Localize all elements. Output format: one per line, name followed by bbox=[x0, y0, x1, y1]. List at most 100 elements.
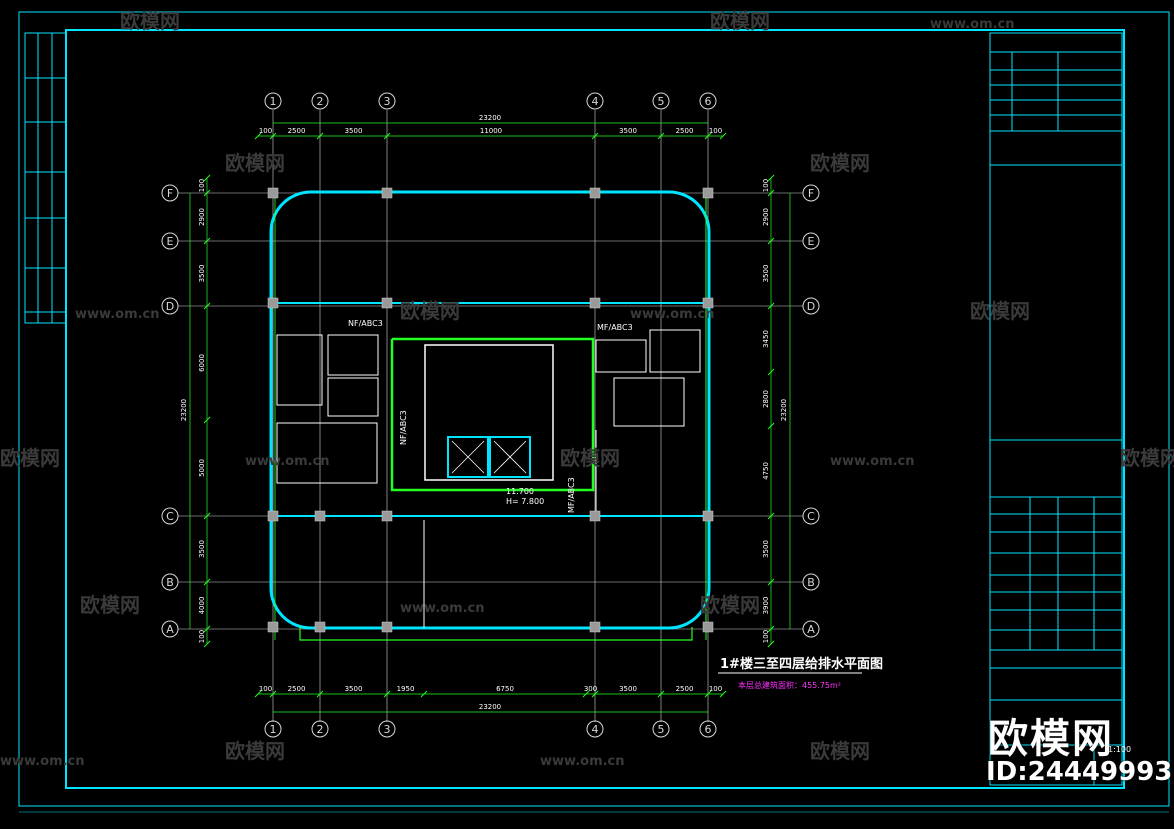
stair-west bbox=[276, 334, 323, 406]
structural-column bbox=[702, 621, 714, 633]
dim-bottom-tick bbox=[254, 690, 262, 698]
pipe-south bbox=[299, 627, 693, 641]
axis-label-row-E: E bbox=[808, 235, 815, 248]
axis-label-row-B: B bbox=[166, 576, 174, 589]
dim-right-label: 3450 bbox=[762, 330, 770, 348]
axis-bubble-col-2 bbox=[311, 92, 329, 110]
core-shaft bbox=[424, 344, 554, 481]
elevation-value: 11.700 bbox=[506, 487, 534, 496]
dim-bottom-tick bbox=[269, 690, 277, 698]
axis-label-col-5: 5 bbox=[658, 723, 665, 736]
watermark-brand: 欧模网 bbox=[225, 151, 285, 175]
axis-label-col-4: 4 bbox=[592, 723, 599, 736]
dim-bottom-tick bbox=[316, 690, 324, 698]
dim-right-tick bbox=[767, 189, 775, 197]
watermark-brand: 欧模网 bbox=[560, 446, 620, 470]
axis-label-row-C: C bbox=[166, 510, 174, 523]
axis-label-col-2: 2 bbox=[317, 95, 324, 108]
watermark-url: www.om.cn bbox=[0, 754, 85, 769]
dim-left-label: 4000 bbox=[198, 597, 206, 615]
dim-left-tick bbox=[203, 189, 211, 197]
axis-label-col-3: 3 bbox=[384, 723, 391, 736]
dim-top-label: 2500 bbox=[676, 127, 694, 135]
watermark-brand-logo: 欧模网 bbox=[988, 716, 1114, 762]
watermark-url: www.om.cn bbox=[75, 307, 160, 322]
watermark-url: www.om.cn bbox=[930, 17, 1015, 32]
watermark-url: www.om.cn bbox=[830, 454, 915, 469]
dim-right-tick bbox=[767, 237, 775, 245]
pipe-loop-core bbox=[390, 337, 595, 492]
axis-label-row-F: F bbox=[167, 187, 173, 200]
dim-left-tick bbox=[203, 416, 211, 424]
pipe-label-2: MF/ABC3 bbox=[597, 323, 633, 332]
watermark-brand: 欧模网 bbox=[700, 593, 760, 617]
building-walls bbox=[269, 190, 711, 630]
dim-right-label: 100 bbox=[762, 179, 770, 192]
structural-column bbox=[381, 187, 393, 199]
structural-column bbox=[702, 187, 714, 199]
dim-left-label: 2900 bbox=[198, 208, 206, 226]
dim-bottom-tick bbox=[420, 690, 428, 698]
watermark-brand: 欧模网 bbox=[710, 9, 770, 33]
axis-bubble-row-A bbox=[161, 620, 179, 638]
elevator-2 bbox=[489, 436, 531, 478]
dim-top-tick bbox=[719, 132, 727, 140]
dim-left-tick bbox=[203, 640, 211, 648]
structural-column bbox=[381, 510, 393, 522]
axis-label-row-C: C bbox=[807, 510, 815, 523]
drawing-title: 1#楼三至四层给排水平面图 bbox=[720, 656, 883, 672]
dim-bottom-tick bbox=[582, 690, 590, 698]
structural-column bbox=[589, 187, 601, 199]
axis-bubble-row-E bbox=[802, 232, 820, 250]
axis-bubble-col-6 bbox=[699, 720, 717, 738]
dim-bottom-label: 100 bbox=[259, 685, 272, 693]
dim-top-label: 2500 bbox=[288, 127, 306, 135]
dim-top-tick bbox=[383, 132, 391, 140]
axis-bubble-col-5 bbox=[652, 720, 670, 738]
axis-label-col-5: 5 bbox=[658, 95, 665, 108]
axis-bubble-col-6 bbox=[699, 92, 717, 110]
dim-top-label: 11000 bbox=[480, 127, 502, 135]
axis-bubble-col-5 bbox=[652, 92, 670, 110]
dim-top-tick bbox=[316, 132, 324, 140]
axis-label-col-3: 3 bbox=[384, 95, 391, 108]
dim-right-tick bbox=[767, 512, 775, 520]
structural-column bbox=[381, 297, 393, 309]
structural-column bbox=[314, 621, 326, 633]
dim-right-label: 100 bbox=[762, 630, 770, 643]
dim-right-label: 4750 bbox=[762, 462, 770, 480]
watermark-url: www.om.cn bbox=[540, 754, 625, 769]
elevation-h: H= 7.800 bbox=[506, 497, 544, 506]
watermark-brand: 欧模网 bbox=[120, 9, 180, 33]
exterior-wall bbox=[269, 190, 711, 630]
dim-bottom-label: 300 bbox=[584, 685, 597, 693]
pipe-label-3: NF/ABC3 bbox=[399, 410, 408, 445]
axis-bubble-col-3 bbox=[378, 92, 396, 110]
structural-columns bbox=[267, 187, 714, 633]
dim-right-tick bbox=[767, 625, 775, 633]
dim-left-label: 3500 bbox=[198, 540, 206, 558]
structural-column bbox=[702, 297, 714, 309]
structural-column bbox=[267, 297, 279, 309]
watermark-url: www.om.cn bbox=[245, 454, 330, 469]
dim-right-label: 2800 bbox=[762, 390, 770, 408]
dim-top-label: 100 bbox=[709, 127, 722, 135]
axis-label-row-A: A bbox=[166, 623, 174, 636]
dim-bottom-label: 3500 bbox=[345, 685, 363, 693]
axis-bubble-col-4 bbox=[586, 720, 604, 738]
dim-left-tick bbox=[203, 512, 211, 520]
axis-bubble-row-D bbox=[802, 297, 820, 315]
structural-column bbox=[589, 510, 601, 522]
dim-left-label: 5000 bbox=[198, 459, 206, 477]
pipe-label-1: NF/ABC3 bbox=[348, 319, 383, 328]
axis-bubble-col-1 bbox=[264, 720, 282, 738]
axis-bubble-col-3 bbox=[378, 720, 396, 738]
dim-right-label: 3500 bbox=[762, 265, 770, 283]
axis-bubble-col-1 bbox=[264, 92, 282, 110]
axis-label-col-2: 2 bbox=[317, 723, 324, 736]
water-pipes bbox=[274, 190, 707, 641]
watermark-brand: 欧模网 bbox=[810, 739, 870, 763]
